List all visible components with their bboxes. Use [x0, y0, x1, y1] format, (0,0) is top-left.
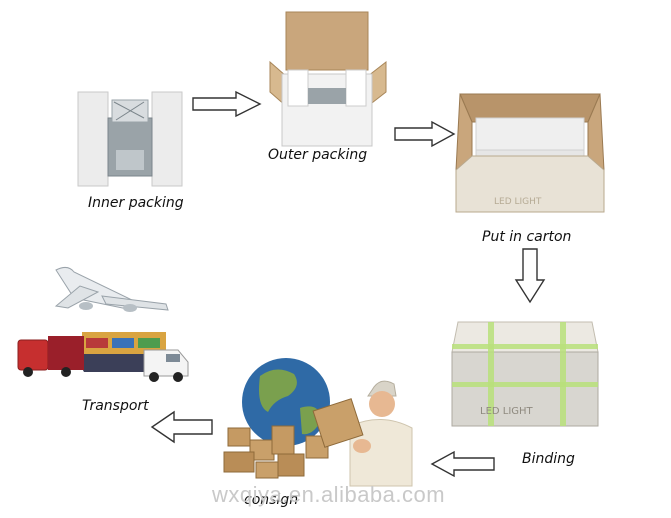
step-label-inner-packing: Inner packing	[88, 195, 184, 211]
bound-box-image: LED LIGHT	[451, 321, 599, 427]
arrow-down-icon-step-3-to-4	[514, 248, 546, 304]
carton-image: LED LIGHT	[455, 93, 605, 213]
step-label-put-in-carton: Put in carton	[482, 229, 572, 245]
step-label-binding: Binding	[522, 451, 575, 467]
arrow-right-icon-step-2-to-3	[394, 120, 456, 148]
carton-print-label: LED LIGHT	[494, 197, 542, 207]
van-icon	[143, 349, 189, 382]
step-label-transport: Transport	[82, 398, 149, 414]
step-label-outer-packing: Outer packing	[268, 147, 368, 163]
transport-image	[17, 266, 189, 382]
arrow-left-icon-step-4-to-5	[430, 450, 495, 478]
arrow-right-icon-step-1-to-2	[192, 90, 262, 118]
inner-packing-image	[77, 91, 183, 187]
consign-image	[223, 358, 413, 487]
watermark: wxqiya.en.alibaba.com	[212, 482, 446, 507]
airplane-icon	[54, 266, 169, 312]
outer-packing-image	[269, 11, 387, 147]
truck-icon	[17, 336, 84, 377]
step-label-consign: consign	[244, 492, 299, 508]
bound-box-print-label: LED LIGHT	[480, 406, 534, 417]
arrow-left-icon-step-5-to-6	[150, 410, 213, 444]
